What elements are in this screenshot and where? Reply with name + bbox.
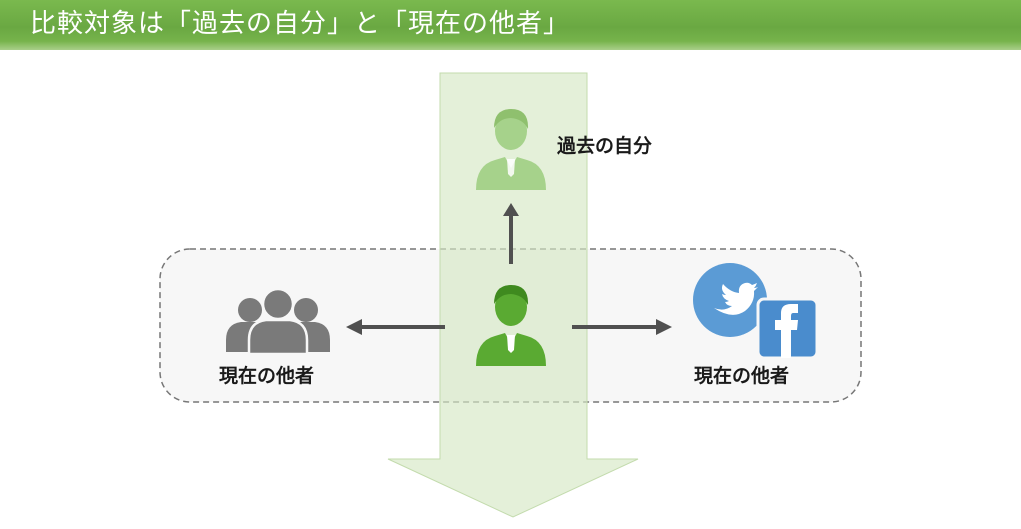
person-icon [476,109,546,190]
person-icon [476,285,546,366]
slide-title: 比較対象は「過去の自分」と「現在の他者」 [30,9,571,39]
arrow-right [572,319,672,335]
label-others-left: 現在の他者 [219,365,315,387]
title-bar: 比較対象は「過去の自分」と「現在の他者」 [0,0,1021,50]
facebook-icon [756,297,819,360]
arrow-up [503,203,519,264]
group-icon [226,287,330,356]
twitter-icon [693,263,767,337]
label-others-right: 現在の他者 [694,365,790,387]
arrow-left [346,319,445,335]
label-past-self: 過去の自分 [557,135,653,157]
